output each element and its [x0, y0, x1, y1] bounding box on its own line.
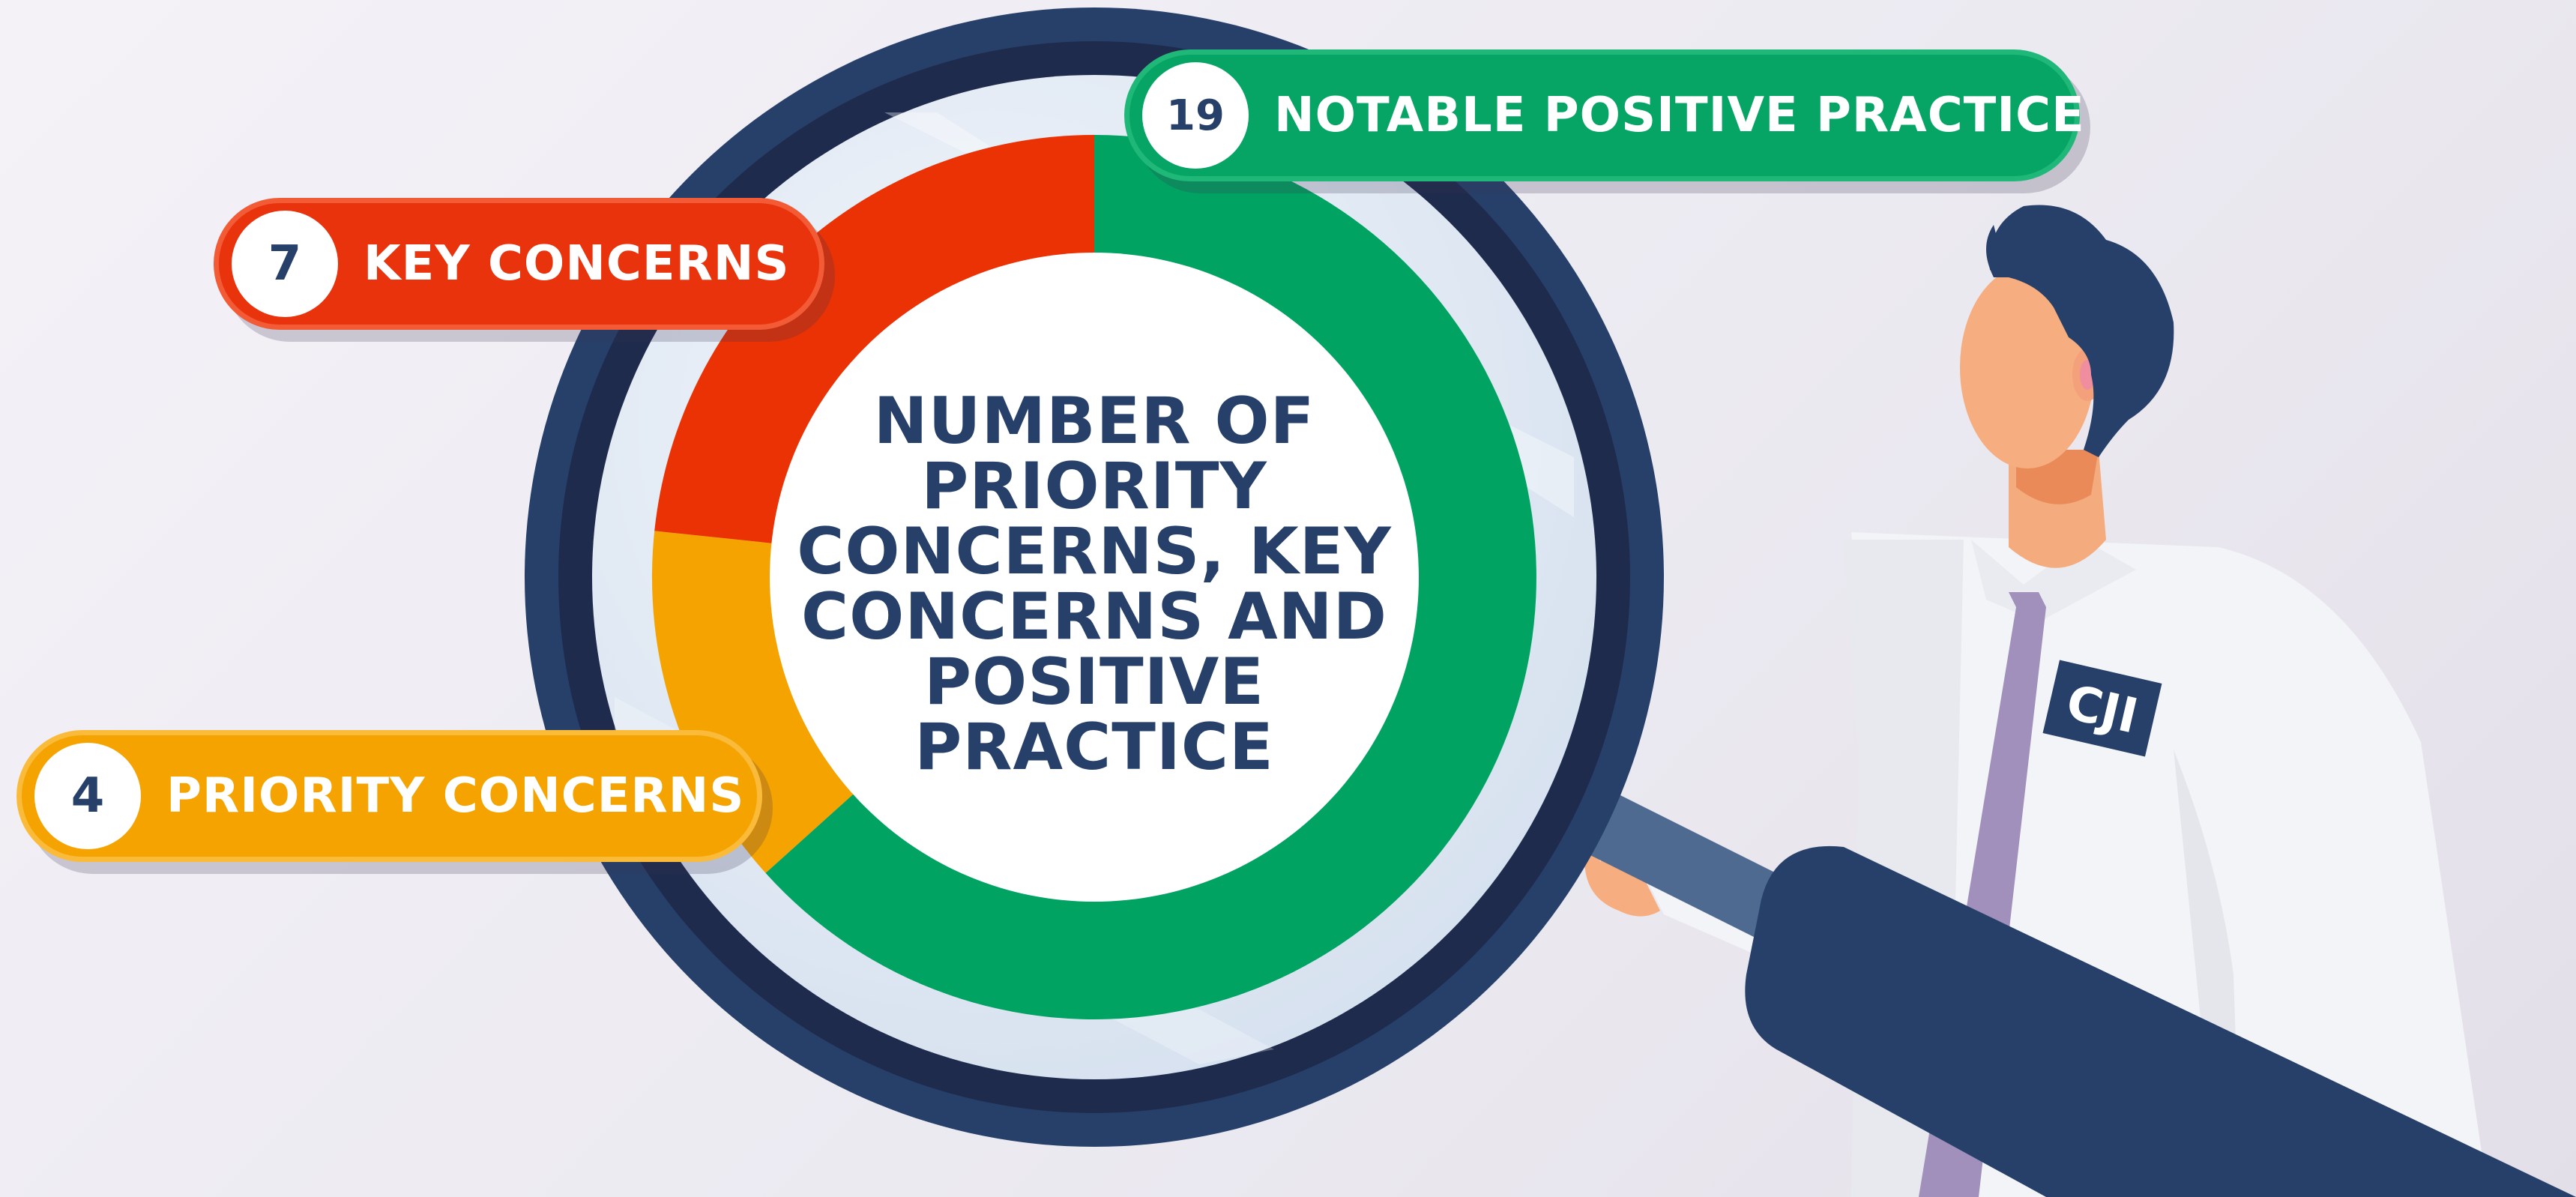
- hair: [1989, 205, 2174, 457]
- shirt-collar: [1971, 540, 2136, 622]
- key-count: 7: [232, 211, 338, 317]
- legend-pill-key-concerns: 7 KEY CONCERNS: [214, 198, 824, 330]
- priority-label: PRIORITY CONCERNS: [166, 768, 745, 824]
- cji-badge: CJI: [2042, 660, 2162, 757]
- legend-pill-positive-practice: 19 NOTABLE POSITIVE PRACTICE: [1124, 49, 2084, 181]
- positive-count: 19: [1142, 62, 1249, 169]
- priority-count: 4: [34, 743, 141, 849]
- legend-pill-priority-concerns: 4 PRIORITY CONCERNS: [16, 730, 762, 862]
- arm: [1649, 884, 1784, 967]
- magnifier-shaft: [1589, 795, 1814, 952]
- magnifier-handle: [1745, 845, 2576, 1197]
- donut-center-disc: [770, 253, 1419, 902]
- key-label: KEY CONCERNS: [364, 236, 790, 292]
- positive-label: NOTABLE POSITIVE PRACTICE: [1274, 88, 2085, 143]
- hair-tip: [1986, 225, 2009, 277]
- chart-title: NUMBER OF PRIORITY CONCERNS, KEY CONCERN…: [797, 384, 1392, 785]
